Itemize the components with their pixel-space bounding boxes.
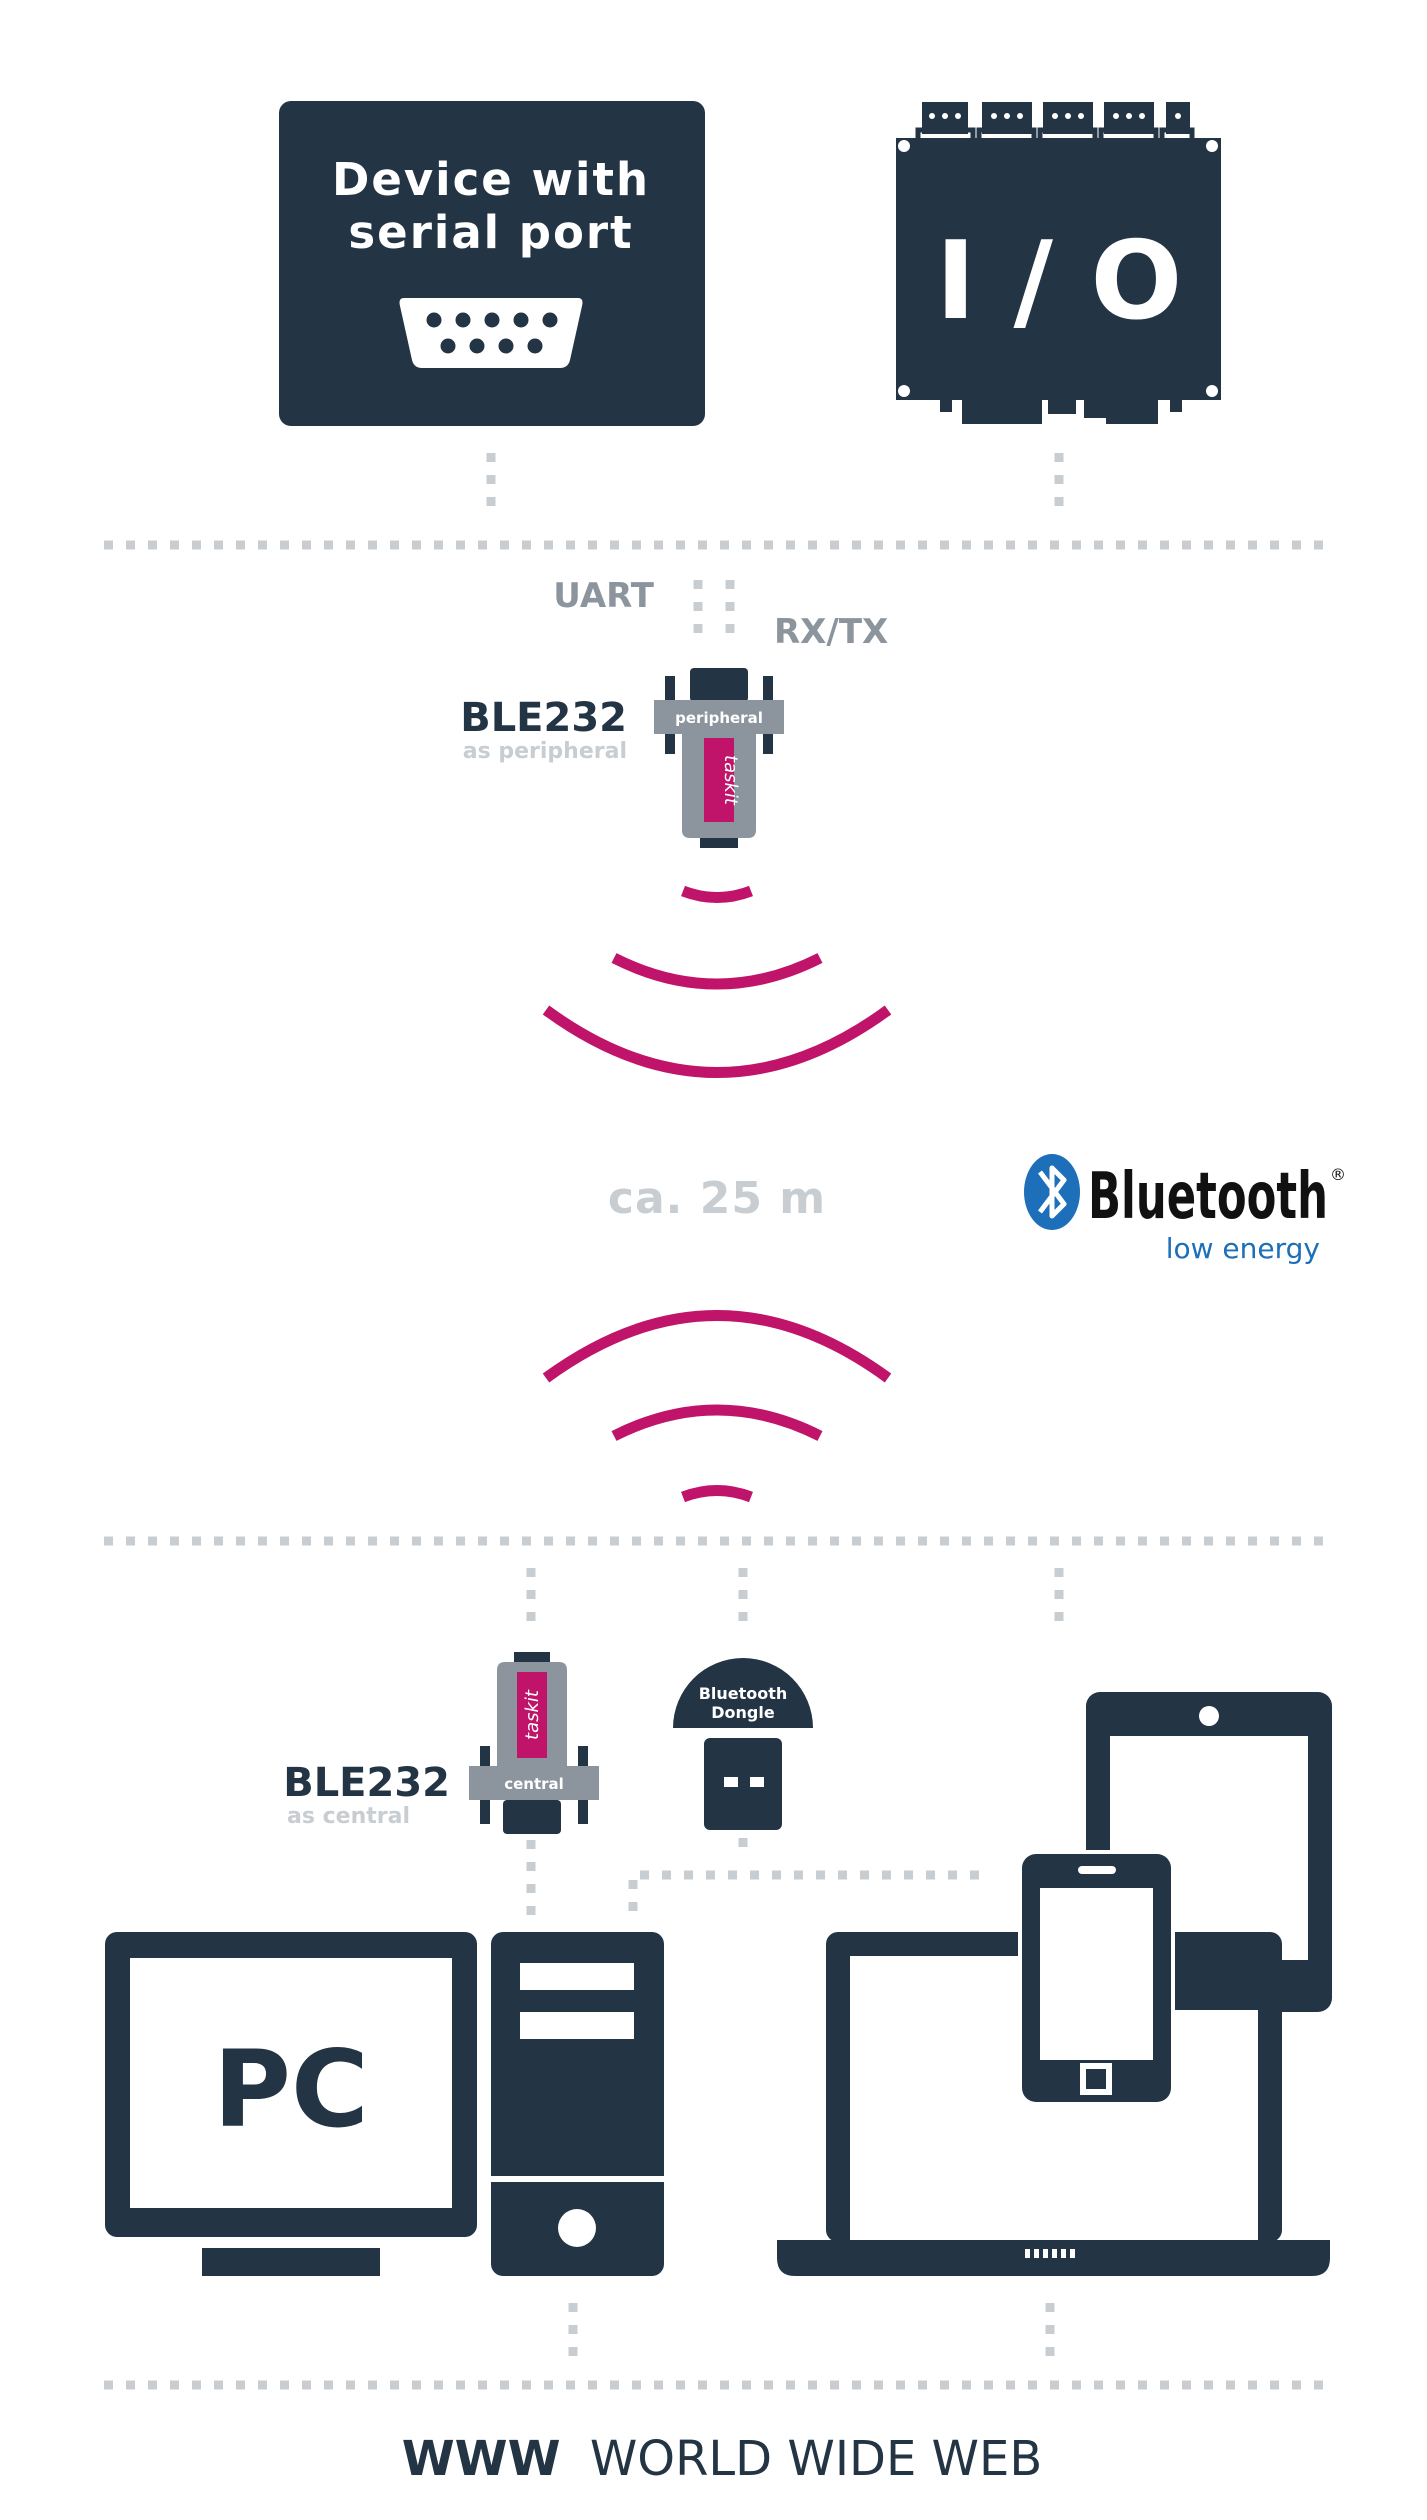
bluetooth-dongle: Bluetooth Dongle (673, 1658, 813, 1830)
ble232-peripheral-device: peripheral taskit (654, 668, 784, 848)
bluetooth-registered: ® (1330, 1165, 1346, 1184)
serial-device-title-line2: serial port (348, 206, 633, 259)
io-board: I / O (896, 102, 1221, 424)
dongle-badge (673, 1658, 813, 1728)
io-label: I / O (936, 219, 1183, 344)
connector-lines (104, 453, 1330, 2390)
pc-power-button (558, 2209, 596, 2247)
serial-device-box (279, 101, 705, 426)
central-brand: taskit (522, 1689, 543, 1740)
serial-port-icon (399, 298, 583, 368)
dongle-label-line1: Bluetooth (699, 1684, 788, 1703)
central-name: BLE232 (283, 1760, 450, 1806)
io-board-body (896, 138, 1221, 400)
www-rest: WORLD WIDE WEB (590, 2431, 1042, 2487)
peripheral-brand: taskit (720, 755, 741, 806)
pc-monitor-stand (202, 2248, 380, 2276)
dongle-label-line2: Dongle (711, 1703, 775, 1722)
peripheral-name: BLE232 (460, 695, 627, 741)
tablet-icon (1086, 1692, 1332, 2012)
pc-label: PC (213, 2028, 368, 2151)
www-bold: WWW (402, 2431, 561, 2487)
rxtx-label: RX/TX (774, 612, 888, 652)
bluetooth-wordmark: Bluetooth (1088, 1160, 1328, 1234)
bluetooth-logo: Bluetooth ® low energy (1024, 1154, 1346, 1265)
peripheral-subtitle: as peripheral (463, 739, 627, 764)
usb-dongle-icon (704, 1738, 782, 1830)
central-subtitle: as central (287, 1804, 410, 1829)
www-label: WWW WORLD WIDE WEB (402, 2431, 1043, 2487)
uart-label: UART (553, 576, 655, 616)
range-label: ca. 25 m (608, 1173, 826, 1224)
phone-icon (1018, 1850, 1175, 2106)
serial-device: Device with serial port (279, 101, 705, 426)
pc-workstation: PC (105, 1932, 664, 2276)
peripheral-tag: peripheral (675, 709, 763, 727)
wifi-waves-bottom (542, 1310, 892, 1503)
serial-device-title-line1: Device with (332, 153, 650, 206)
wifi-waves-top (542, 885, 892, 1078)
mobile-devices (777, 1692, 1332, 2276)
central-tag: central (504, 1775, 564, 1793)
ble232-central-device: taskit central (469, 1652, 599, 1834)
bluetooth-subtitle: low energy (1166, 1232, 1320, 1265)
